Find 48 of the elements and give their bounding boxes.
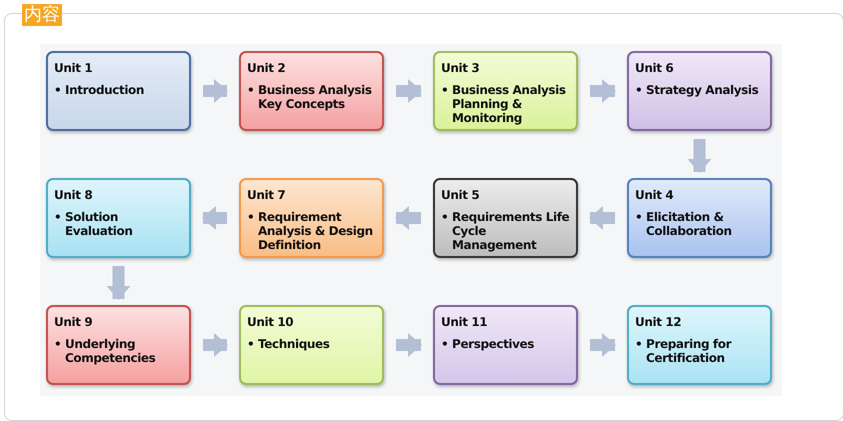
block-arrow [688,139,712,173]
unit-box [627,305,772,385]
unit-box [627,51,772,131]
unit-number: Unit 1 [54,61,94,75]
unit-box [46,178,191,258]
unit-box [46,51,191,131]
unit-number: Unit 7 [247,188,286,202]
block-arrow [396,333,422,357]
unit-box [627,178,772,258]
block-arrow [590,79,616,103]
topic-text: • Elicitation & Collaboration [635,210,733,238]
unit-number: Unit 6 [635,61,674,75]
unit-number: Unit 4 [635,188,674,202]
unit-box [433,51,578,131]
unit-box [433,305,578,385]
block-arrow [203,79,228,103]
block-arrow [106,266,130,300]
unit-number: Unit 11 [441,315,488,329]
topic-text: • Techniques [247,337,331,351]
block-arrow [589,206,615,230]
unit-box [239,178,384,258]
unit-number: Unit 3 [441,61,480,75]
unit-number: Unit 10 [247,315,294,329]
unit-number: Unit 12 [635,315,682,329]
block-arrow [202,206,227,230]
topic-text: • Business Analysis Planning & Monitoring [441,83,567,125]
unit-box [239,51,384,131]
block-arrow [396,79,422,103]
unit-number: Unit 9 [54,315,94,329]
topic-text: • Business Analysis Key Concepts [247,83,373,111]
unit-number: Unit 2 [247,61,286,75]
topic-text: • Requirements Life Cycle Management [441,210,570,252]
unit-box [433,178,578,258]
topic-text: • Solution Evaluation [54,210,134,238]
section-title: 内容 [22,4,62,26]
topic-text: • Perspectives [441,337,536,351]
topic-text: • Introduction [54,83,146,97]
block-arrow [395,206,421,230]
topic-text: • Requirement Analysis & Design Definition [247,210,374,252]
block-arrow [590,333,616,357]
unit-number: Unit 5 [441,188,480,202]
topic-text: • Strategy Analysis [635,83,760,97]
unit-box [46,305,191,385]
unit-number: Unit 8 [54,188,94,202]
unit-box [239,305,384,385]
topic-text: • Preparing for Certification [635,337,732,365]
block-arrow [203,333,228,357]
topic-text: • Underlying Competencies [54,337,156,365]
